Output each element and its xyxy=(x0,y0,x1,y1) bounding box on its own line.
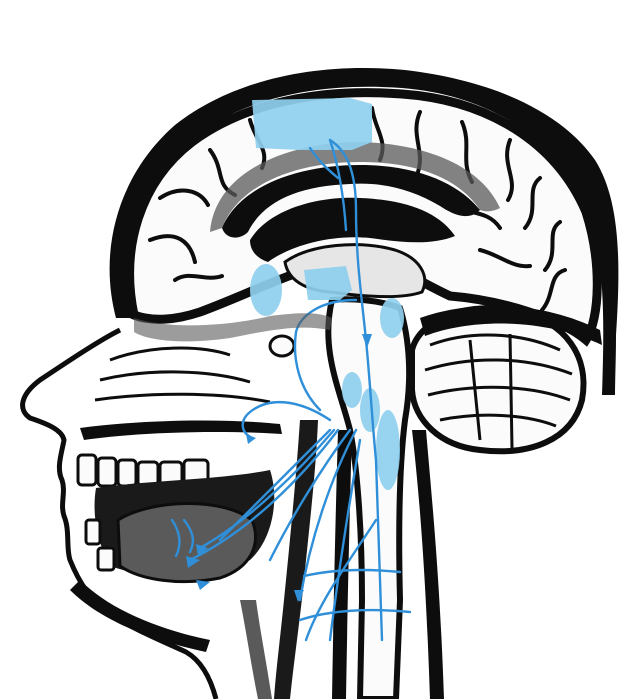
olfactory-region xyxy=(250,264,282,316)
thalamic-nucleus xyxy=(304,266,352,300)
pontine-nucleus xyxy=(380,298,404,338)
medullary-nucleus-1 xyxy=(342,372,362,408)
tongue xyxy=(118,503,255,581)
pituitary-gland xyxy=(270,336,294,356)
cortical-taste-area xyxy=(252,98,372,150)
medullary-nucleus-3 xyxy=(376,410,400,490)
